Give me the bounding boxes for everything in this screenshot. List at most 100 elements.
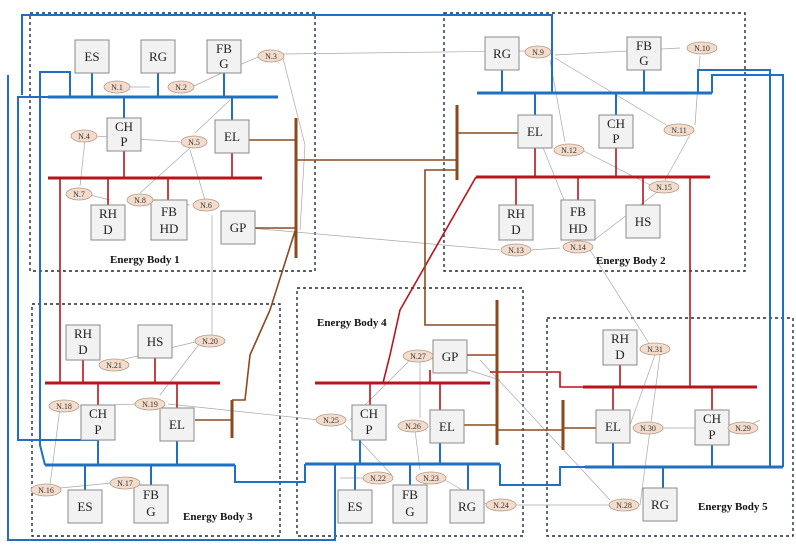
rhd-label-line1-body-5: RH xyxy=(611,331,629,346)
svg-text:N.9: N.9 xyxy=(532,48,544,57)
fbg-label-line2-body-4: G xyxy=(405,504,414,519)
body-4-label: Energy Body 4 xyxy=(317,317,387,329)
chp-device-body-4 xyxy=(351,404,387,441)
chp-label-line1-body-5: CH xyxy=(703,411,721,426)
es-label-body-4: ES xyxy=(347,499,362,514)
el-label-body-3: EL xyxy=(169,417,185,432)
svg-text:N.7: N.7 xyxy=(73,190,85,199)
body-5-boundary xyxy=(546,317,794,537)
node-n10: N.10 xyxy=(686,41,718,55)
fbg-label-line1-body-2: FB xyxy=(636,38,652,53)
rg-label-body-5: RG xyxy=(651,497,669,512)
gp-device-body-1 xyxy=(220,210,256,245)
el-label-body-1: EL xyxy=(224,129,240,144)
node-n17: N.17 xyxy=(109,476,141,490)
communication-links xyxy=(49,47,761,506)
fbg-device-body-4 xyxy=(392,484,428,524)
svg-text:N.17: N.17 xyxy=(117,479,133,488)
body-1-label: Energy Body 1 xyxy=(110,254,180,266)
svg-text:N.1: N.1 xyxy=(111,83,123,92)
svg-text:N.31: N.31 xyxy=(647,345,663,354)
svg-text:N.29: N.29 xyxy=(735,424,751,433)
el-device-body-4 xyxy=(429,409,465,444)
chp-label-line1-body-4: CH xyxy=(360,406,378,421)
rg-label-body-1: RG xyxy=(149,49,167,64)
chp-label-line2-body-5: P xyxy=(708,427,715,442)
gas-network xyxy=(195,105,598,450)
communication-nodes: N.1 N.2 N.3 N.4 N.5 N.6 N.7 N.8 N.9 N.10… xyxy=(30,41,759,512)
fbg-device-body-1 xyxy=(206,39,242,74)
es-device-body-1 xyxy=(74,39,110,74)
svg-text:N.20: N.20 xyxy=(202,337,218,346)
node-n26: N.26 xyxy=(397,419,429,433)
rhd-label-line2-body-2: D xyxy=(511,222,520,237)
node-n11: N.11 xyxy=(663,123,695,137)
svg-text:N.13: N.13 xyxy=(508,246,524,255)
fbg-label-line2-body-3: G xyxy=(146,504,155,519)
body-3-label: Energy Body 3 xyxy=(183,511,253,523)
node-n20: N.20 xyxy=(194,334,226,348)
fbg-label-line1-body-4: FB xyxy=(402,487,418,502)
svg-text:N.8: N.8 xyxy=(134,196,146,205)
chp-label-line2-body-3: P xyxy=(94,422,101,437)
fbg-label-line2-body-1: G xyxy=(219,56,228,71)
node-n2: N.2 xyxy=(167,80,195,94)
body-5-label: Energy Body 5 xyxy=(698,501,768,513)
chp-label-line1-body-3: CH xyxy=(89,406,107,421)
fbhd-device-body-2 xyxy=(560,199,596,241)
fbhd-device-body-1 xyxy=(150,199,188,241)
node-n29: N.29 xyxy=(727,421,759,435)
node-n16: N.16 xyxy=(30,483,62,497)
fbhd-label-line1-body-2: FB xyxy=(570,204,586,219)
body-labels: Energy Body 1 Energy Body 2 Energy Body … xyxy=(110,254,768,523)
node-n12: N.12 xyxy=(553,143,585,157)
node-n21: N.21 xyxy=(98,358,130,372)
rg-device-body-5 xyxy=(642,487,678,522)
fbhd-label-line1-body-1: FB xyxy=(161,204,177,219)
es-label-body-3: ES xyxy=(77,499,92,514)
rhd-label-line1-body-2: RH xyxy=(507,206,525,221)
rhd-device-body-1 xyxy=(90,204,126,241)
svg-text:N.5: N.5 xyxy=(188,138,200,147)
svg-text:N.10: N.10 xyxy=(694,44,710,53)
body-4-boundary xyxy=(296,287,524,537)
node-n18: N.18 xyxy=(48,399,80,413)
hs-device-body-3 xyxy=(137,324,173,359)
svg-text:N.27: N.27 xyxy=(410,352,426,361)
chp-label-line1-body-2: CH xyxy=(607,116,625,131)
fbg-label-line2-body-2: G xyxy=(639,53,648,68)
svg-text:N.21: N.21 xyxy=(106,361,122,370)
hs-label-body-2: HS xyxy=(635,214,652,229)
el-label-body-2: EL xyxy=(527,124,543,139)
gp-label-body-4: GP xyxy=(442,349,459,364)
node-n4: N.4 xyxy=(70,129,98,143)
svg-text:N.15: N.15 xyxy=(656,183,672,192)
chp-label-line2-body-2: P xyxy=(612,131,619,146)
es-device-body-3 xyxy=(67,489,103,524)
chp-label-line1-body-1: CH xyxy=(115,119,133,134)
electric-network xyxy=(7,14,784,541)
node-n23: N.23 xyxy=(415,471,447,485)
node-n28: N.28 xyxy=(608,498,640,512)
node-n31: N.31 xyxy=(639,342,671,356)
device-labels: ES RG FB G CH P EL RH D FB HD GP RG FB G… xyxy=(74,38,721,519)
fbg-label-line1-body-1: FB xyxy=(216,41,232,56)
chp-label-line2-body-1: P xyxy=(120,134,127,149)
chp-label-line2-body-4: P xyxy=(365,422,372,437)
svg-text:N.30: N.30 xyxy=(640,424,656,433)
es-device-body-4 xyxy=(337,489,373,524)
chp-device-body-1 xyxy=(106,117,142,152)
fbhd-label-line2-body-1: HD xyxy=(160,221,179,236)
rhd-label-line1-body-3: RH xyxy=(74,326,92,341)
el-device-body-2 xyxy=(517,114,553,149)
node-n30: N.30 xyxy=(632,421,664,435)
svg-text:N.19: N.19 xyxy=(142,400,158,409)
rhd-label-line2-body-5: D xyxy=(615,347,624,362)
node-n24: N.24 xyxy=(485,498,517,512)
node-n1: N.1 xyxy=(103,80,131,94)
rg-label-body-4: RG xyxy=(458,499,476,514)
svg-text:N.24: N.24 xyxy=(493,501,509,510)
el-label-body-5: EL xyxy=(605,419,621,434)
el-device-body-3 xyxy=(159,407,195,442)
